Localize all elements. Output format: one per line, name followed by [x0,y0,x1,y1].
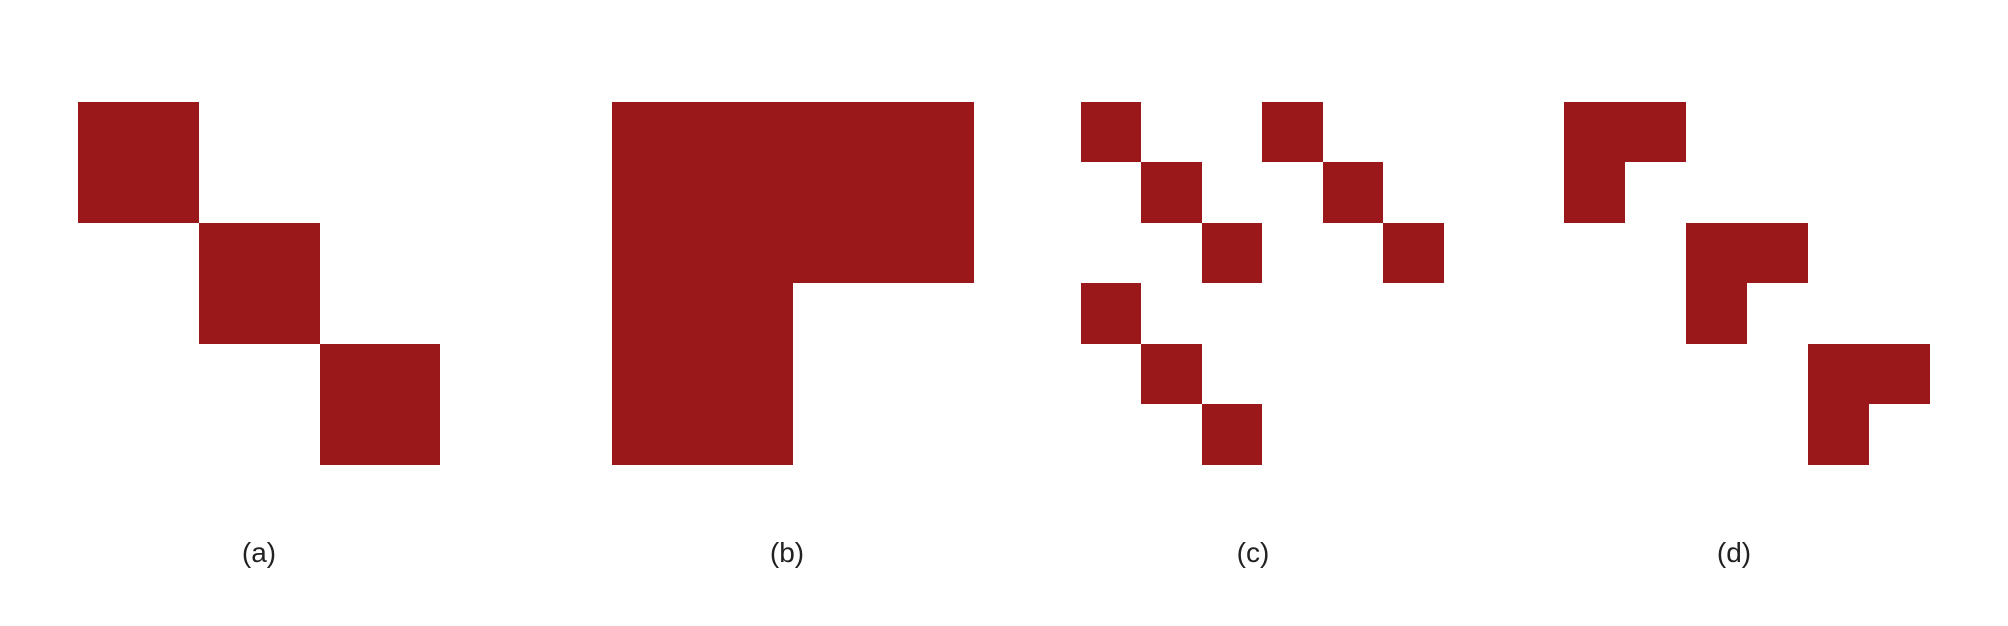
panel-c-block-4 [1262,102,1323,162]
panel-a-shapes [78,102,440,465]
panel-b-shapes [612,102,974,465]
panel-c-block-7 [1081,283,1141,344]
panel-c-block-8 [1141,344,1202,404]
panel-c-block-3 [1202,223,1262,283]
panel-a-block-1 [78,102,199,223]
panel-d-l-shape-1 [1564,102,1686,223]
panel-c-block-6 [1383,223,1444,283]
panel-d-label: (d) [1716,537,1752,568]
panel-d-l-shape-3 [1808,344,1930,465]
panel-a-block-3 [320,344,440,465]
panel-c-block-9 [1202,404,1262,465]
panel-c-label: (c) [1236,537,1270,568]
panel-d-l-shape-2 [1686,223,1808,344]
panel-a-label: (a) [241,537,277,568]
panel-c-shapes [1081,102,1444,465]
panel-a-block-2 [199,223,320,344]
panel-b-label: (b) [769,537,805,568]
panel-d-shapes [1564,102,1930,465]
panel-c-block-5 [1323,162,1383,223]
panel-c-block-2 [1141,162,1202,223]
panel-b-l-shape [612,102,974,465]
panel-c-block-1 [1081,102,1141,162]
